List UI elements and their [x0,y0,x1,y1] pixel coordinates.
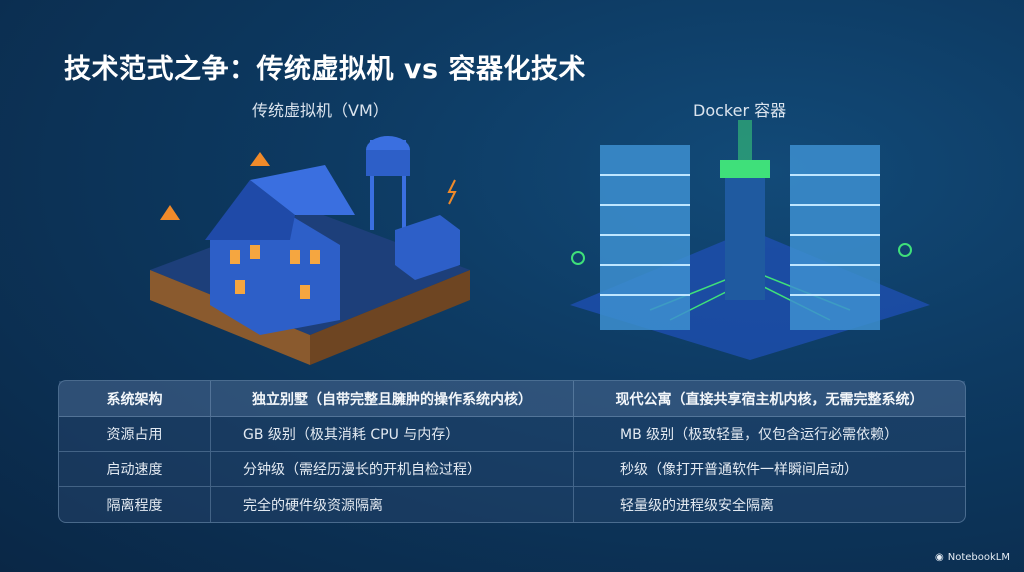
table-row: 资源占用 GB 级别（极其消耗 CPU 与内存） MB 级别（极致轻量，仅包含运… [59,417,965,452]
table-row: 隔离程度 完全的硬件级资源隔离 轻量级的进程级安全隔离 [59,487,965,522]
row-label: 资源占用 [59,417,211,452]
docker-cell: 秒级（像打开普通软件一样瞬间启动） [574,452,965,487]
header-cell: 独立别墅（自带完整且臃肿的操作系统内核） [211,381,574,417]
docker-container-illustration [570,120,930,360]
header-cell: 系统架构 [59,381,211,417]
row-label: 隔离程度 [59,487,211,522]
table-header-row: 系统架构 独立别墅（自带完整且臃肿的操作系统内核） 现代公寓（直接共享宿主机内核… [59,381,965,417]
header-cell: 现代公寓（直接共享宿主机内核，无需完整系统） [574,381,965,417]
vm-house-illustration [150,136,470,365]
notebooklm-watermark: ◉ NotebookLM [935,552,1010,563]
comparison-table: 系统架构 独立别墅（自带完整且臃肿的操作系统内核） 现代公寓（直接共享宿主机内核… [58,380,966,523]
vm-cell: 分钟级（需经历漫长的开机自检过程） [211,452,574,487]
slide-title: 技术范式之争：传统虚拟机 vs 容器化技术 [64,54,586,85]
docker-label: Docker 容器 [693,101,787,120]
docker-cell: MB 级别（极致轻量，仅包含运行必需依赖） [574,417,965,452]
docker-cell: 轻量级的进程级安全隔离 [620,497,774,514]
brand-text: NotebookLM [947,552,1010,563]
vm-label: 传统虚拟机（VM） [252,101,389,120]
vm-cell: 完全的硬件级资源隔离 [211,487,574,522]
notebooklm-logo-icon: ◉ [935,552,944,563]
row-label: 启动速度 [59,452,211,487]
table-row: 启动速度 分钟级（需经历漫长的开机自检过程） 秒级（像打开普通软件一样瞬间启动） [59,452,965,487]
vm-cell: GB 级别（极其消耗 CPU 与内存） [211,417,574,452]
